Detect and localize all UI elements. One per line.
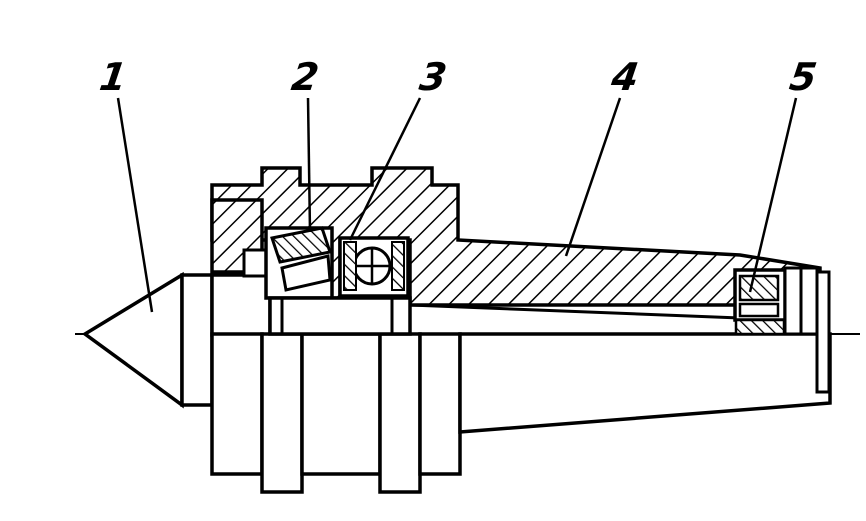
callout-1: 1 (96, 55, 130, 99)
spindle-bore (268, 296, 741, 336)
part-2-roller-bearing (264, 226, 334, 300)
part-3-ball-bearing (338, 236, 410, 298)
leader-3 (348, 97, 422, 241)
lower-shaft (210, 332, 832, 494)
leader-2 (306, 97, 312, 233)
part-5-thrust-bearing (733, 266, 831, 394)
leader-1 (116, 97, 154, 313)
callout-5: 5 (786, 55, 820, 99)
leader-lines (116, 97, 798, 313)
leader-4 (564, 97, 622, 257)
callout-2: 2 (288, 55, 322, 99)
leader-5 (748, 97, 798, 293)
callout-4: 4 (608, 55, 642, 99)
callout-3: 3 (416, 55, 450, 99)
part-1-center-tip (81, 271, 272, 409)
